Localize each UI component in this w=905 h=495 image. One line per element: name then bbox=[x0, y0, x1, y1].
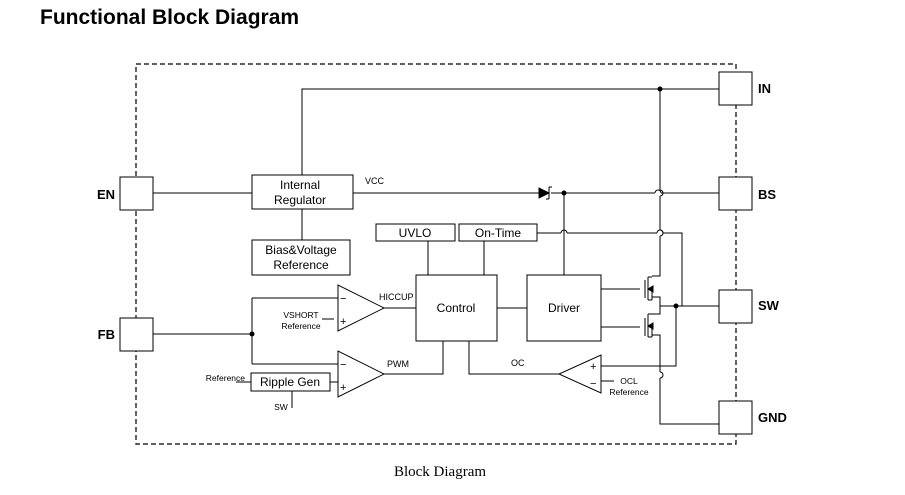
pin-label-gnd: GND bbox=[758, 410, 787, 425]
ocl-comparator-plus: + bbox=[590, 361, 596, 373]
hiccup-comparator-minus: − bbox=[340, 293, 346, 305]
junction-bs bbox=[561, 190, 567, 196]
control-block bbox=[415, 274, 498, 342]
chip-boundary bbox=[135, 63, 737, 445]
ocl-comparator-minus: − bbox=[590, 378, 596, 390]
ripple-reference-label: Reference bbox=[206, 373, 245, 383]
page-title: Functional Block Diagram bbox=[40, 6, 300, 29]
pin-label-bs: BS bbox=[758, 187, 776, 202]
uvlo-label: UVLO bbox=[399, 226, 432, 240]
on-time-block bbox=[458, 223, 538, 242]
pin-box-in bbox=[718, 71, 753, 106]
uvlo-block bbox=[375, 223, 456, 242]
pin-label-sw: SW bbox=[758, 298, 780, 313]
pin-label-in: IN bbox=[758, 81, 771, 96]
vcc-label: VCC bbox=[365, 176, 385, 186]
wire-pwm bbox=[384, 341, 444, 375]
pin-box-sw bbox=[718, 289, 753, 324]
ocl-reference-line1: OCL bbox=[620, 376, 638, 386]
figure-caption: Block Diagram bbox=[393, 464, 487, 480]
driver-label: Driver bbox=[548, 301, 580, 315]
highside-mosfet-icon bbox=[644, 276, 654, 301]
junction-fb bbox=[249, 331, 255, 337]
ripple-gen-label: Ripple Gen bbox=[260, 375, 320, 389]
vshort-reference-line1: VSHORT bbox=[283, 310, 318, 320]
wire-ocl-sense bbox=[601, 306, 677, 367]
control-label: Control bbox=[437, 301, 476, 315]
internal-regulator-block bbox=[251, 174, 354, 210]
ripple-gen-block bbox=[250, 372, 331, 392]
hiccup-label: HICCUP bbox=[379, 292, 414, 302]
on-time-label: On-Time bbox=[475, 226, 522, 240]
vshort-reference-line2: Reference bbox=[281, 321, 320, 331]
bias-reference-line1: Bias&Voltage bbox=[265, 243, 337, 257]
pin-box-en bbox=[119, 176, 154, 211]
internal-regulator-line2: Regulator bbox=[274, 193, 326, 207]
pwm-comparator bbox=[337, 350, 386, 398]
pwm-comparator-plus: + bbox=[340, 382, 346, 394]
oc-label: OC bbox=[511, 358, 525, 368]
junction-in bbox=[657, 86, 663, 92]
bias-reference-line2: Reference bbox=[273, 258, 329, 272]
hiccup-comparator-plus: + bbox=[340, 316, 346, 328]
junction-sw bbox=[673, 303, 679, 309]
pin-label-en: EN bbox=[97, 187, 115, 202]
bias-reference-block bbox=[251, 239, 351, 276]
wire-switch-node bbox=[652, 296, 661, 315]
pwm-comparator-minus: − bbox=[340, 359, 346, 371]
driver-block bbox=[526, 274, 602, 342]
hiccup-comparator bbox=[337, 284, 386, 332]
pin-box-fb bbox=[119, 317, 154, 352]
wire-oc bbox=[468, 341, 559, 375]
pin-box-bs bbox=[718, 176, 753, 211]
internal-regulator-line1: Internal bbox=[280, 178, 320, 192]
wire-in-rail bbox=[301, 88, 719, 175]
bootstrap-diode bbox=[538, 186, 552, 200]
pin-label-fb: FB bbox=[98, 327, 115, 342]
pin-box-gnd bbox=[718, 400, 753, 435]
pwm-label: PWM bbox=[387, 359, 409, 369]
ocl-reference-line2: Reference bbox=[609, 387, 648, 397]
lowside-mosfet-icon bbox=[644, 313, 654, 338]
wire-lowside-gnd bbox=[652, 334, 661, 372]
ripple-sw-label: SW bbox=[274, 402, 288, 412]
ocl-comparator bbox=[557, 354, 602, 394]
